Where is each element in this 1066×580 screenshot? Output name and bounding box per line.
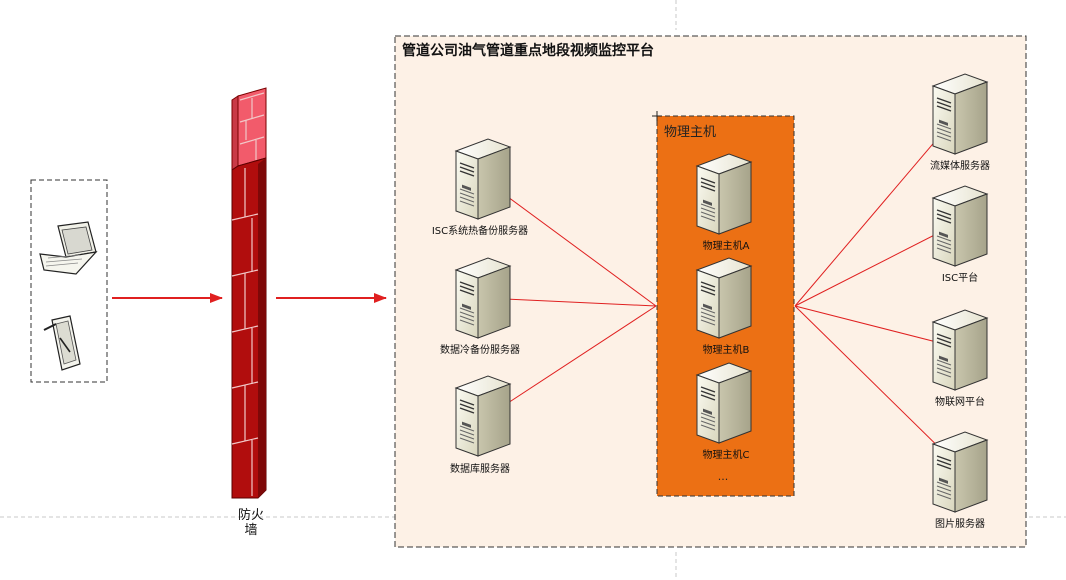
- host-more-indicator: ...: [717, 470, 729, 483]
- server-icon-isc-hot-backup: [455, 138, 511, 220]
- server-icon-database: [455, 375, 511, 457]
- host-label-c: 物理主机C: [702, 450, 750, 461]
- server-label-image: 图片服务器: [935, 519, 985, 530]
- firewall-label: 防火 墙: [228, 508, 274, 538]
- connectors-left: [484, 179, 657, 419]
- server-icon-image: [932, 431, 988, 513]
- host-label-a: 物理主机A: [702, 241, 750, 252]
- firewall-icon: [231, 87, 267, 499]
- server-label-cold-backup: 数据冷备份服务器: [440, 345, 520, 356]
- server-icon-host-c: [696, 362, 752, 444]
- server-label-streaming: 流媒体服务器: [930, 161, 990, 172]
- firewall-label-line1: 防火: [237, 508, 264, 523]
- group-anchor-mark: [652, 111, 662, 121]
- platform-title: 管道公司油气管道重点地段视频监控平台: [402, 43, 654, 59]
- server-label-database: 数据库服务器: [450, 464, 510, 475]
- server-label-isc-platform: ISC平台: [941, 273, 979, 284]
- server-label-iot-platform: 物联网平台: [935, 397, 985, 408]
- server-icon-host-b: [696, 257, 752, 339]
- tablet-icon: [43, 315, 81, 371]
- server-label-isc-hot-backup: ISC系统热备份服务器: [431, 226, 529, 237]
- host-label-b: 物理主机B: [702, 345, 750, 356]
- server-icon-iot-platform: [932, 309, 988, 391]
- physical-host-group-title: 物理主机: [664, 125, 717, 140]
- server-icon-host-a: [696, 153, 752, 235]
- server-icon-streaming: [932, 73, 988, 155]
- firewall-label-line2: 墙: [244, 523, 258, 538]
- laptop-icon: [39, 221, 98, 275]
- server-icon-cold-backup: [455, 257, 511, 339]
- server-icon-isc-platform: [932, 185, 988, 267]
